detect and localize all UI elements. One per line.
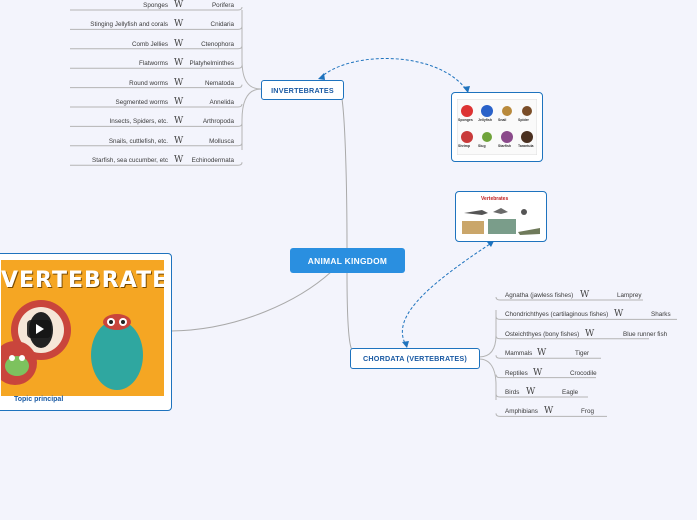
play-button-icon[interactable] [27, 320, 51, 338]
vertebrate-group-label[interactable]: Amphibians [505, 408, 538, 416]
wikipedia-icon[interactable]: W [544, 406, 554, 417]
collage-caption: Shrimp [458, 144, 471, 148]
invertebrate-example-label: Flatworms [138, 60, 168, 68]
invertebrate-branch-line [70, 65, 243, 69]
video-node[interactable]: VERTEBRATES Topic principal [0, 253, 172, 411]
invertebrate-branch-line [70, 45, 243, 50]
wikipedia-icon[interactable]: W [174, 97, 184, 107]
vertebrate-example-label: Crocodile [570, 369, 597, 377]
vertebrate-group-label[interactable]: Agnatha (jawless fishes) [505, 292, 574, 299]
video-illustration [1, 300, 143, 390]
central-topic-node[interactable]: ANIMAL KINGDOM [290, 248, 405, 273]
invertebrate-example-label: Stinging Jellyfish and corals [90, 21, 168, 29]
vertebrate-branch-line [495, 374, 596, 379]
wikipedia-icon[interactable]: W [526, 387, 536, 397]
wikipedia-icon[interactable]: W [174, 135, 184, 146]
invertebrate-example-label: Insects, Spiders, etc. [109, 118, 168, 126]
vertebrate-group-label[interactable]: Chondrichthyes (cartilaginous fishes) [505, 311, 609, 319]
wikipedia-icon[interactable]: W [614, 309, 624, 320]
collage-caption: Sponges [458, 118, 473, 122]
wikipedia-icon[interactable]: W [174, 116, 184, 127]
chordata-node[interactable]: CHORDATA (VERTEBRATES) [350, 348, 480, 369]
wikipedia-icon[interactable]: W [174, 19, 184, 30]
vertebrates-image-title: Vertebrates [481, 196, 509, 202]
collage-caption: Starfish [498, 144, 512, 148]
phylum-label[interactable]: Annelida [209, 99, 234, 106]
wikipedia-icon[interactable]: W [174, 0, 184, 10]
vertebrate-branch-line [495, 296, 643, 301]
invertebrate-branch-line [70, 6, 243, 11]
invertebrate-branch-line [70, 103, 243, 108]
invertebrate-example-label: Snails, cuttlefish, etc. [108, 137, 168, 145]
invertebrates-node[interactable]: INVERTEBRATES [261, 80, 344, 100]
wikipedia-icon[interactable]: W [174, 155, 184, 166]
invertebrate-branch-line [70, 26, 243, 30]
phylum-label[interactable]: Echinodermata [191, 157, 234, 165]
collage-caption: Slug [478, 144, 486, 148]
central-topic-label: ANIMAL KINGDOM [307, 255, 388, 266]
invertebrates-label: INVERTEBRATES [271, 85, 334, 95]
phylum-label[interactable]: Nematoda [204, 79, 234, 87]
vertebrate-branch-line [495, 413, 607, 417]
wikipedia-icon[interactable]: W [174, 38, 184, 49]
invertebrate-example-label: Segmented worms [115, 99, 169, 106]
invertebrate-example-label: Starfish, sea cucumber, etc [92, 157, 168, 165]
wikipedia-icon[interactable]: W [174, 58, 184, 69]
invertebrate-branch-line [70, 162, 243, 166]
vertebrate-branch-line [495, 393, 588, 398]
video-banner-text: VERTEBRATES [1, 268, 164, 293]
phylum-label[interactable]: Platyhelminthes [189, 60, 234, 68]
collage-caption: Tarantula [518, 144, 534, 148]
video-thumbnail[interactable]: VERTEBRATES [1, 260, 164, 396]
vertebrate-group-label[interactable]: Birds [505, 389, 520, 396]
phylum-label[interactable]: Arthropoda [202, 118, 234, 126]
vertebrate-group-label[interactable]: Reptiles [505, 369, 528, 377]
vertebrate-branch-line [495, 355, 601, 359]
vertebrate-branch-line [495, 335, 649, 340]
vertebrate-example-label: Frog [581, 408, 594, 416]
phylum-label[interactable]: Mollusca [209, 137, 234, 145]
invertebrate-example-label: Round worms [129, 79, 168, 87]
invertebrate-example-label: Sponges [143, 2, 168, 9]
vertebrate-example-label: Sharks [651, 311, 671, 319]
invertebrate-example-label: Comb Jellies [131, 40, 168, 48]
invertebrate-branch-line [70, 84, 243, 89]
wikipedia-icon[interactable]: W [585, 328, 595, 339]
vertebrate-example-label: Eagle [562, 389, 579, 396]
vertebrate-group-label[interactable]: Osteichthyes (bony fishes) [505, 330, 580, 338]
wikipedia-icon[interactable]: W [537, 348, 547, 359]
wikipedia-icon[interactable]: W [174, 77, 184, 88]
wikipedia-icon[interactable]: W [580, 290, 590, 300]
vertebrate-branch-line [495, 316, 677, 320]
video-caption: Topic principal [14, 396, 64, 403]
collage-caption: Spider [518, 118, 529, 122]
chordata-label: CHORDATA (VERTEBRATES) [363, 354, 467, 363]
phylum-label[interactable]: Ctenophora [201, 40, 234, 48]
vertebrates-image-node[interactable]: Vertebrates [455, 191, 547, 242]
invertebrates-collage-image [457, 99, 537, 155]
phylum-label[interactable]: Porifera [211, 2, 234, 9]
invertebrate-branch-line [70, 123, 243, 127]
vertebrate-example-label: Blue runner fish [623, 330, 668, 338]
collage-caption: Snail [498, 118, 507, 122]
wikipedia-icon[interactable]: W [533, 367, 543, 378]
invertebrate-branch-line [70, 142, 243, 147]
phylum-label[interactable]: Cnidaria [210, 21, 234, 29]
vertebrates-collage-image [460, 196, 542, 236]
collage-caption: Jellyfish [478, 118, 493, 122]
vertebrate-example-label: Tiger [575, 350, 590, 358]
vertebrate-example-label: Lamprey [617, 292, 642, 299]
vertebrate-group-label[interactable]: Mammals [505, 350, 533, 358]
